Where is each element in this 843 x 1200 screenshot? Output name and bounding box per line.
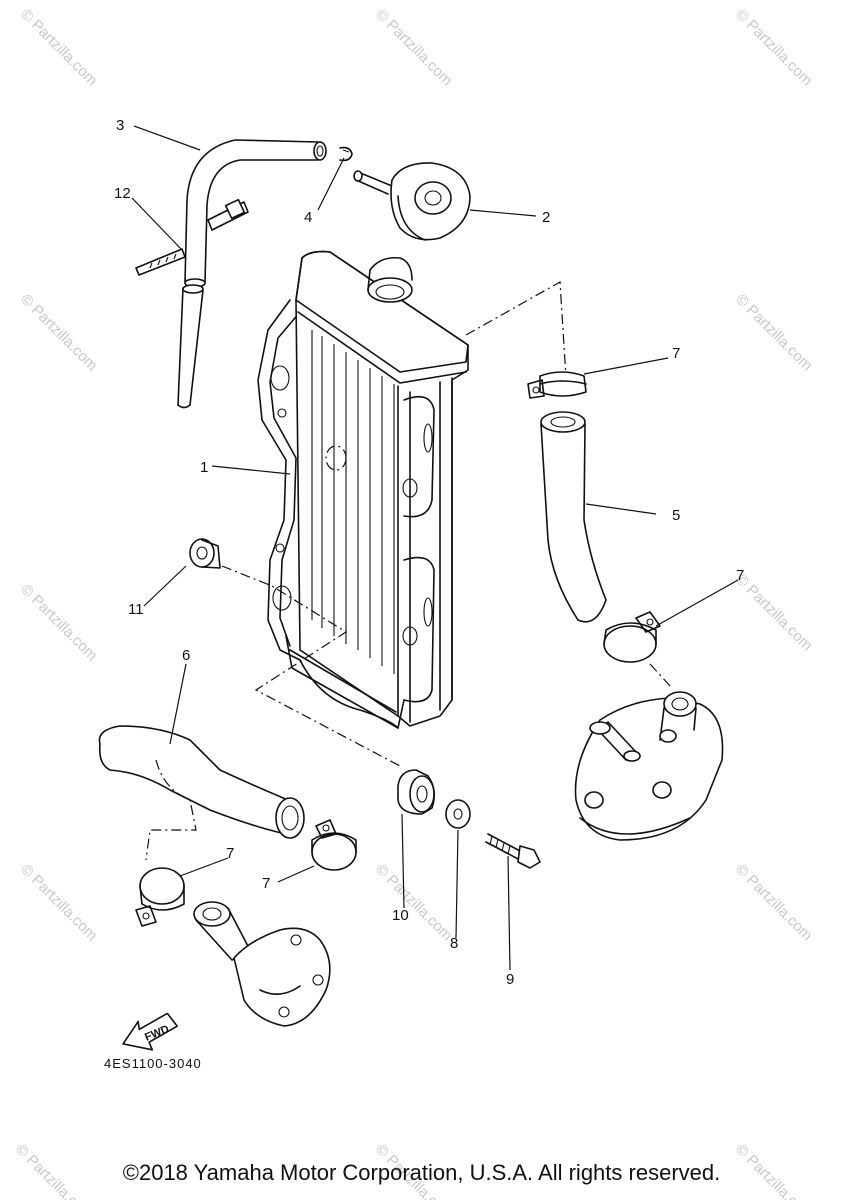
leader-lines: [131, 125, 739, 971]
watermark: © Partzilla.com: [732, 861, 815, 944]
watermark: © Partzilla.com: [372, 6, 455, 89]
watermark: © Partzilla.com: [17, 861, 100, 944]
callout-6: 6: [182, 647, 190, 664]
callout-7b: 7: [736, 567, 744, 584]
watermark: © Partzilla.com: [17, 6, 100, 89]
callout-4: 4: [304, 209, 312, 226]
callout-7d: 7: [262, 875, 270, 892]
grommet: [189, 538, 401, 767]
callout-7a: 7: [672, 345, 680, 362]
washer: [445, 799, 471, 829]
watermark: © Partzilla.com: [732, 6, 815, 89]
callout-3: 3: [116, 117, 124, 134]
cable-tie: [135, 198, 249, 276]
hose-clamp: [603, 611, 673, 689]
forward-arrow-icon: FWD: [122, 1012, 178, 1051]
radiator-cap: [353, 162, 471, 241]
watermark: © Partzilla.com: [17, 291, 100, 374]
radiator-assembly: [257, 250, 567, 729]
callout-8: 8: [450, 935, 458, 952]
hose-clamp: [135, 867, 185, 927]
hose-clip: [339, 146, 353, 162]
watermark: © Partzilla.com: [732, 571, 815, 654]
callout-10: 10: [392, 907, 409, 924]
callout-5: 5: [672, 507, 680, 524]
cylinder-head: [574, 691, 724, 841]
rubber-damper: [397, 769, 436, 815]
diagram-part-code: 4ES1100-3040: [104, 1056, 202, 1071]
callout-9: 9: [506, 971, 514, 988]
watermark: © Partzilla.com: [372, 861, 455, 944]
watermark: © Partzilla.com: [17, 581, 100, 664]
callout-12: 12: [114, 185, 131, 202]
callout-11: 11: [128, 601, 144, 618]
hose-clamp: [527, 371, 587, 399]
callout-1: 1: [200, 459, 208, 476]
hose-clamp: [311, 819, 357, 871]
callout-7c: 7: [226, 845, 234, 862]
callout-2: 2: [542, 209, 550, 226]
bolt: [485, 833, 541, 869]
lower-radiator-hose: [98, 725, 305, 861]
overflow-hose: [177, 139, 327, 409]
upper-radiator-hose: [540, 411, 607, 623]
callout-labels: 1 2 3 4 5 6 7 7 7 7 8 9 10 11 12: [114, 117, 744, 988]
watermark: © Partzilla.com: [732, 291, 815, 374]
water-pump-cover: [193, 901, 331, 1027]
copyright-notice: ©2018 Yamaha Motor Corporation, U.S.A. A…: [122, 1160, 721, 1185]
